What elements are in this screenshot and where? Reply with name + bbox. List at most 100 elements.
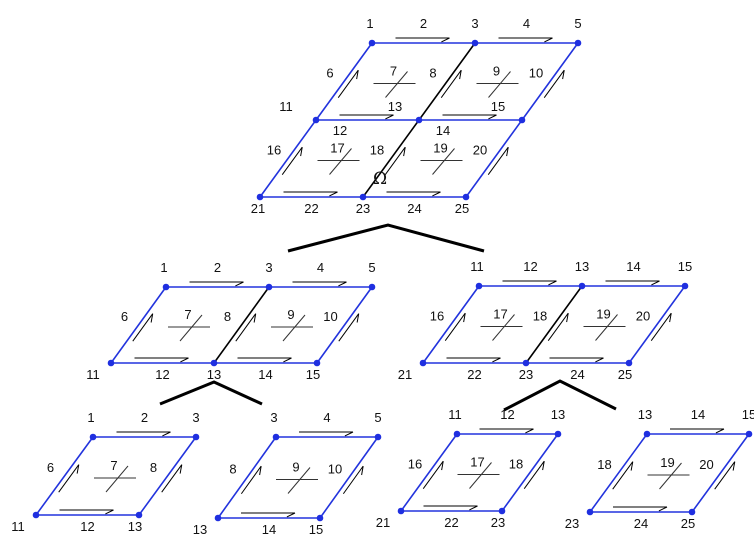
cell-marker bbox=[105, 465, 129, 493]
node-label: 11 bbox=[470, 259, 484, 274]
edge-arrow bbox=[547, 312, 569, 341]
cell-marker bbox=[329, 148, 352, 175]
mesh-node bbox=[32, 511, 40, 519]
node-label: 15 bbox=[309, 522, 323, 537]
vertical-edge-label: 20 bbox=[699, 457, 713, 472]
mesh-node bbox=[316, 514, 324, 522]
edge-arrow bbox=[134, 357, 189, 363]
edge-arrow bbox=[446, 357, 501, 363]
edge-arrow bbox=[281, 146, 303, 175]
node-label: 15 bbox=[742, 407, 754, 422]
mesh-edge bbox=[362, 119, 420, 198]
edge-arrow bbox=[523, 460, 545, 489]
cell-marker bbox=[432, 148, 455, 175]
mesh-node bbox=[745, 430, 753, 438]
mesh-node bbox=[574, 39, 582, 47]
tree-link bbox=[503, 379, 617, 412]
mesh-node bbox=[462, 193, 470, 201]
edge-label: 2 bbox=[420, 16, 427, 31]
node-label: 21 bbox=[251, 201, 265, 216]
cell-marker bbox=[492, 314, 515, 341]
mesh-edge bbox=[316, 286, 373, 364]
edge-arrow bbox=[342, 465, 364, 495]
node-label: 15 bbox=[491, 99, 505, 114]
interior-label: 12 bbox=[333, 123, 347, 138]
edge-arrow bbox=[650, 312, 672, 341]
node-label: 13 bbox=[575, 259, 589, 274]
edge-label: 14 bbox=[626, 259, 640, 274]
cell-marker bbox=[659, 462, 682, 490]
mesh-edge bbox=[400, 433, 458, 512]
edge-arrow bbox=[423, 505, 478, 511]
cell-label: 7 bbox=[390, 64, 397, 79]
cell-label: 7 bbox=[110, 458, 117, 473]
node-label: 13 bbox=[207, 367, 221, 382]
cell-marker bbox=[179, 314, 203, 342]
vertical-edge-label: 6 bbox=[121, 309, 128, 324]
edge-arrow bbox=[498, 37, 553, 43]
vertical-edge-label: 6 bbox=[326, 66, 333, 81]
node-label: 1 bbox=[160, 260, 167, 275]
mesh-node bbox=[359, 193, 367, 201]
mesh-node bbox=[368, 39, 376, 47]
mesh-node bbox=[256, 193, 264, 201]
node-label: 25 bbox=[455, 201, 469, 216]
mesh-node bbox=[586, 508, 594, 516]
node-label: 13 bbox=[388, 99, 402, 114]
cell-label: 17 bbox=[330, 141, 344, 156]
edge-arrow bbox=[502, 280, 557, 286]
node-label: 25 bbox=[618, 367, 632, 382]
edge-arrow bbox=[283, 191, 338, 197]
mesh-node bbox=[688, 508, 696, 516]
vertical-edge-label: 18 bbox=[597, 457, 611, 472]
edge-label: 22 bbox=[304, 201, 318, 216]
edge-arrow bbox=[422, 460, 444, 489]
edge-label: 12 bbox=[155, 367, 169, 382]
vertical-edge-label: 10 bbox=[323, 309, 337, 324]
mesh-edge bbox=[422, 285, 480, 364]
node-label: 23 bbox=[491, 515, 505, 530]
edge-label: 12 bbox=[523, 259, 537, 274]
edge-arrow bbox=[714, 461, 736, 490]
mesh-node bbox=[162, 283, 170, 291]
vertical-edge-label: 16 bbox=[408, 457, 422, 472]
edge-arrow bbox=[132, 313, 154, 342]
node-label: 15 bbox=[678, 259, 692, 274]
tree-link bbox=[159, 380, 263, 406]
vertical-edge-label: 10 bbox=[328, 462, 342, 477]
node-label: 3 bbox=[265, 260, 272, 275]
edge-label: 24 bbox=[407, 201, 421, 216]
edge-arrow bbox=[605, 280, 660, 286]
mesh-edge bbox=[525, 285, 583, 364]
vertical-edge-label: 18 bbox=[533, 309, 547, 324]
vertical-edge-label: 10 bbox=[529, 66, 543, 81]
edge-arrow bbox=[161, 464, 183, 493]
node-label: 3 bbox=[270, 410, 277, 425]
mesh-edge bbox=[213, 286, 270, 364]
cell-label: 9 bbox=[287, 307, 294, 322]
edge-label: 12 bbox=[80, 519, 94, 534]
mesh-node bbox=[554, 430, 562, 438]
mesh-node bbox=[210, 359, 218, 367]
mesh-node bbox=[415, 116, 423, 124]
node-label: 21 bbox=[376, 515, 390, 530]
node-label: 3 bbox=[192, 410, 199, 425]
mesh-edge bbox=[315, 42, 373, 121]
node-label: 21 bbox=[398, 367, 412, 382]
cell-label: 9 bbox=[292, 460, 299, 475]
mesh-node bbox=[135, 511, 143, 519]
edge-arrow bbox=[292, 281, 347, 287]
node-label: 3 bbox=[471, 16, 478, 31]
node-label: 13 bbox=[128, 519, 142, 534]
mesh-node bbox=[578, 282, 586, 290]
mesh-edge bbox=[259, 119, 317, 198]
edge-arrow bbox=[479, 428, 534, 434]
edge-label: 24 bbox=[570, 367, 584, 382]
mesh-edge bbox=[465, 119, 523, 198]
edge-arrow bbox=[58, 464, 80, 493]
